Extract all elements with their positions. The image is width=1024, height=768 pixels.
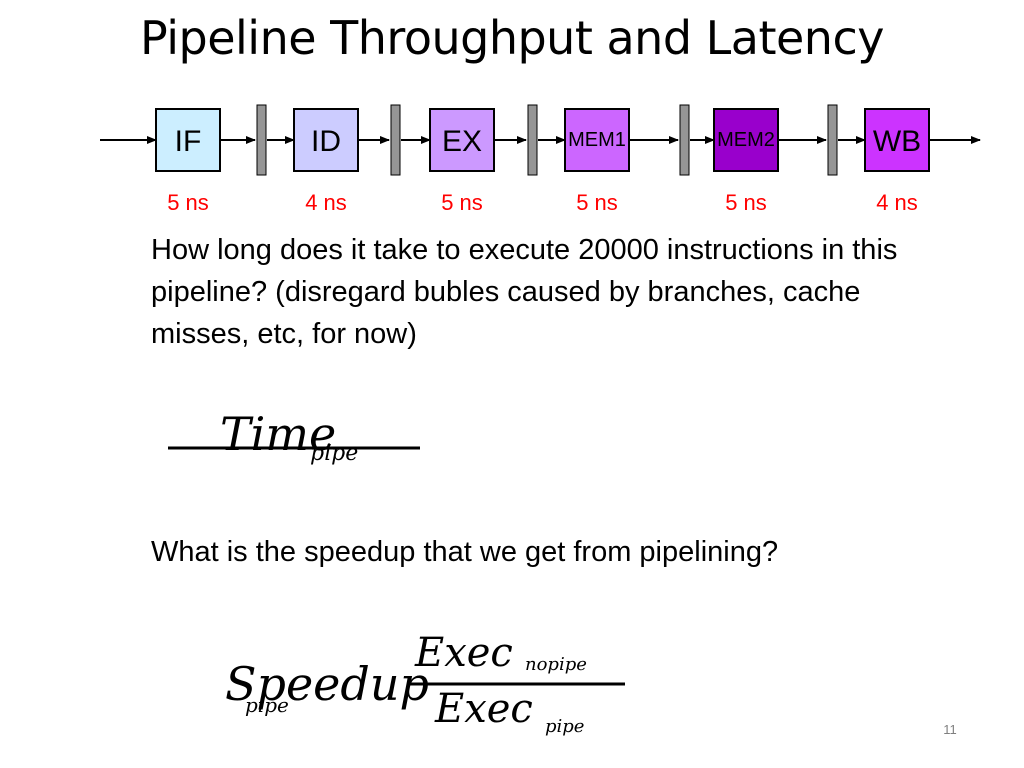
stage-box-mem1 [564,108,630,172]
formula-time-symbol: Time [220,410,336,461]
formula-pipe-subscript: pipe [310,441,358,465]
stage-box-mem2 [713,108,779,172]
question-speedup: What is the speedup that we get from pip… [151,536,779,568]
pipeline-latch [390,104,401,176]
stage-box-id [293,108,359,172]
stage-time-mem2: 5 ns [725,190,767,215]
pipeline-latch [527,104,538,176]
formula-speedup-symbol: Speedup [225,657,429,711]
stage-time-mem1: 5 ns [576,190,618,215]
formula-denominator-symbol: Exec [434,686,533,732]
stage-time-ex: 5 ns [441,190,483,215]
formula-speedup-subscript: pipe [245,693,289,717]
stage-label-if: IF [175,125,202,158]
question-latency: How long does it take to execute 20000 i… [151,234,898,350]
formula-denominator-subscript: pipe [545,716,584,737]
pipeline-latch [827,104,838,176]
stage-label-mem1: MEM1 [568,129,626,151]
pipeline-latches [256,104,838,176]
formula-time-pipe: Time pipe [168,410,420,465]
stage-time-id: 4 ns [305,190,347,215]
formula-speedup: Speedup pipe Exec nopipe Exec pipe [225,630,625,737]
stage-box-ex [429,108,495,172]
stage-time-wb: 4 ns [876,190,918,215]
pipeline-stages: IF ID EX MEM1 MEM2 WB [155,108,930,172]
stage-box-if [155,108,221,172]
stage-label-id: ID [311,125,341,158]
stage-label-wb: WB [873,125,921,158]
formula-numerator-subscript: nopipe [525,654,587,675]
formula-numerator-symbol: Exec [414,630,513,676]
pipeline-latch [679,104,690,176]
stage-label-ex: EX [442,125,482,158]
stage-box-wb [864,108,930,172]
pipeline-stage-times: 5 ns 4 ns 5 ns 5 ns 5 ns 4 ns [167,190,918,215]
stage-label-mem2: MEM2 [717,129,775,151]
slide-title: Pipeline Throughput and Latency [140,11,884,65]
pipeline-diagram: IF ID EX MEM1 MEM2 WB 5 ns 4 ns 5 ns 5 ns 5 ns 4 n… [100,104,981,215]
pipeline-latch [256,104,267,176]
stage-time-if: 5 ns [167,190,209,215]
page-number: 11 [943,722,957,737]
